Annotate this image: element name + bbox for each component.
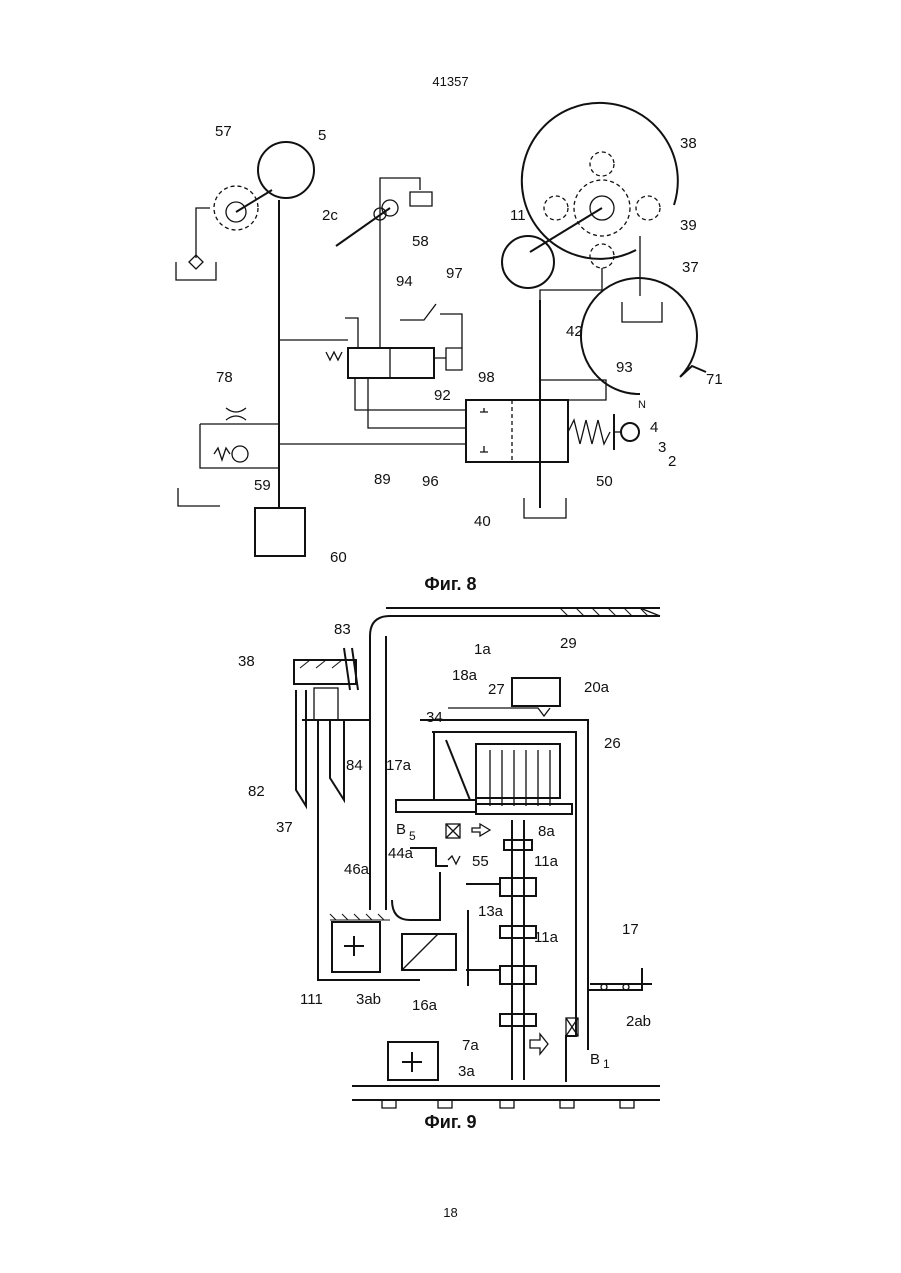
label-17: 17 [622, 921, 639, 938]
gear-11a-upper [500, 878, 536, 896]
label-44a: 44a [388, 845, 414, 862]
label-3ab: 3ab [356, 991, 381, 1008]
label-18a: 18a [452, 667, 478, 684]
label-34: 34 [426, 709, 443, 726]
label-B5-letter: B [396, 821, 406, 838]
label-11a-upper: 11a [534, 853, 559, 870]
label-27: 27 [488, 681, 505, 698]
label-37: 37 [276, 819, 293, 836]
arrow-flow [472, 824, 490, 836]
label-38: 38 [238, 653, 255, 670]
figure-9-caption: Фиг. 9 [0, 1112, 901, 1133]
clutch-pack-27 [476, 744, 560, 798]
gear-8a [504, 840, 532, 850]
housing-20a [420, 720, 588, 1050]
label-13a: 13a [478, 903, 504, 920]
label-2ab: 2ab [626, 1013, 651, 1030]
piston-34 [434, 732, 470, 800]
label-55: 55 [472, 853, 489, 870]
label-16a: 16a [412, 997, 438, 1014]
label-46a: 46a [344, 861, 370, 878]
part-84 [330, 720, 344, 800]
block-16a [402, 934, 456, 970]
label-29: 29 [560, 635, 577, 652]
valve-83 [314, 688, 338, 720]
housing-top [370, 608, 660, 636]
sensor-29 [512, 678, 560, 706]
page-number: 18 [0, 1205, 901, 1220]
gear-11a-lower [500, 926, 536, 938]
label-11a-lower: 11a [534, 929, 559, 946]
base-frame [352, 1086, 660, 1100]
label-111: 111 [300, 991, 323, 1008]
label-26: 26 [604, 735, 621, 752]
shaft-17a [396, 800, 476, 812]
label-82: 82 [248, 783, 265, 800]
label-B1-letter: B [590, 1051, 600, 1068]
figure-9-cross-section: 83 29 38 1a 18a 20a 27 34 26 84 82 17a 3… [0, 0, 901, 1120]
label-84: 84 [346, 757, 363, 774]
label-B1-sub: 1 [603, 1057, 610, 1071]
label-8a: 8a [538, 823, 555, 840]
label-83: 83 [334, 621, 351, 638]
spring-55 [448, 856, 460, 864]
label-3a: 3a [458, 1063, 475, 1080]
label-17a: 17a [386, 757, 412, 774]
label-20a: 20a [584, 679, 610, 696]
label-1a: 1a [474, 641, 491, 658]
part-82 [296, 690, 306, 806]
outlet-17 [588, 968, 652, 990]
label-B5-sub: 5 [409, 829, 416, 843]
label-7a: 7a [462, 1037, 479, 1054]
housing-wall [370, 636, 386, 910]
